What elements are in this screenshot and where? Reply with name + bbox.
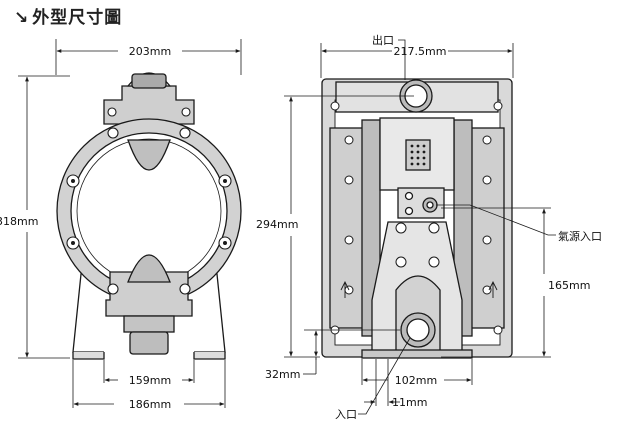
dim-294: 294mm (256, 218, 298, 231)
dim-318: 318mm (0, 215, 38, 228)
dim-11: 11mm (392, 396, 427, 409)
left-dimensions (18, 39, 242, 408)
left-pump-view (56, 72, 242, 360)
dim-203: 203mm (129, 45, 171, 58)
muffler (405, 139, 431, 171)
label-outlet: 出口 (372, 33, 394, 47)
right-dimensions (284, 39, 556, 415)
plate-bolts (330, 101, 503, 335)
arrow-icon: ↘ (14, 8, 30, 28)
dim-217-5: 217.5mm (394, 45, 447, 58)
right-pump-view (321, 78, 513, 359)
valve-bottom-shape (127, 254, 171, 283)
label-inlet: 入口 (335, 408, 357, 421)
title-text: 外型尺寸圖 (32, 8, 123, 28)
dim-159: 159mm (129, 374, 171, 387)
dim-102: 102mm (395, 374, 437, 387)
dim-186: 186mm (129, 398, 171, 411)
drawing-title: ↘外型尺寸圖 (14, 3, 122, 28)
dim-165: 165mm (548, 279, 590, 292)
dim-32: 32mm (265, 368, 300, 381)
valve-top-shape (127, 139, 171, 171)
label-air-inlet: 氣源入口 (558, 229, 602, 243)
